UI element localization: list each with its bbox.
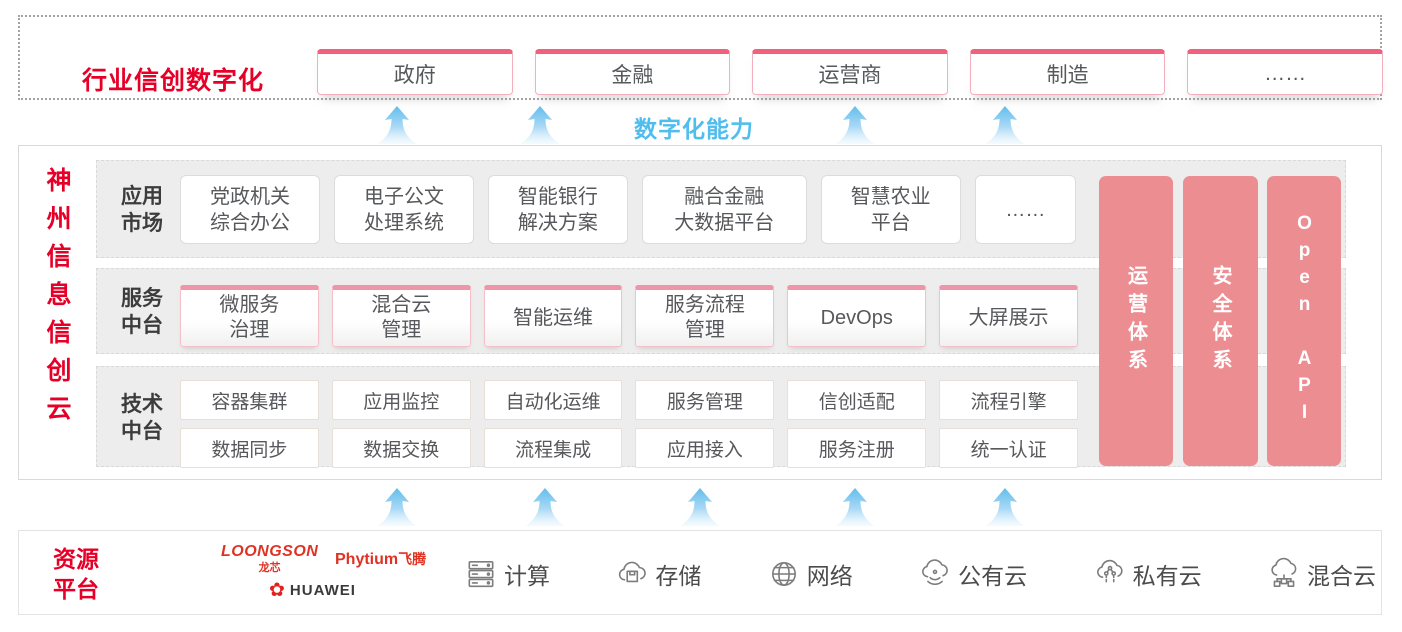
tech-box-xinchuang-adaptation: 信创适配	[787, 380, 927, 420]
tech-box-app-monitoring: 应用监控	[331, 380, 471, 420]
huawei-flower-icon: ✿	[269, 580, 285, 601]
capability-label: 数字化能力	[634, 116, 754, 142]
row-tech-platform-label: 技术 中台	[121, 393, 163, 443]
public-cloud-icon	[922, 559, 949, 586]
up-arrow-icon	[525, 488, 565, 526]
resource-item-storage: 存储	[615, 557, 701, 591]
app-box-more: ……	[974, 175, 1076, 244]
resource-item-private-cloud: 私有云	[1093, 557, 1202, 591]
service-box-hybrid-cloud-mgmt: 混合云 管理	[331, 285, 471, 347]
row-app-market-label: 应用 市场	[121, 185, 163, 235]
resource-platform-band: 资源 平台 LOONGSON 龙芯 Phytium飞腾 ✿ HUAWEI	[18, 530, 1382, 615]
resource-items: 计算 存储 网络	[464, 551, 1376, 597]
huawei-wordmark: HUAWEI	[289, 582, 356, 599]
industry-list: 政府 金融 运营商 制造 ……	[317, 49, 1383, 95]
tech-box-data-sync: 数据同步	[180, 428, 319, 468]
loongson-cn-label: 龙芯	[258, 562, 281, 574]
resource-item-label: 计算	[504, 563, 550, 589]
app-box-smart-agriculture: 智慧农业 平台	[820, 175, 961, 244]
huawei-logo: ✿ HUAWEI	[269, 581, 356, 600]
row-service-platform-label: 服务 中台	[121, 287, 163, 337]
service-box-service-process-mgmt: 服务流程 管理	[635, 285, 775, 347]
up-arrow-icon	[680, 488, 720, 526]
private-cloud-icon	[1096, 559, 1123, 585]
industry-box-manufacturing: 制造	[969, 49, 1166, 95]
up-arrow-icon	[835, 106, 875, 144]
resource-item-label: 混合云	[1306, 563, 1376, 589]
phytium-wordmark: Phytium	[335, 551, 399, 568]
up-arrow-icon	[835, 488, 875, 526]
service-box-intelligent-ops: 智能运维	[483, 285, 623, 347]
resource-item-label: 私有云	[1132, 563, 1202, 589]
pillar-security-system: 安全体系	[1183, 176, 1258, 466]
tech-box-app-access: 应用接入	[635, 428, 775, 468]
industry-box-more: ……	[1187, 49, 1383, 95]
up-arrow-icon	[520, 106, 560, 144]
resource-platform-label: 资源 平台	[53, 546, 99, 602]
app-box-smart-banking: 智能银行 解决方案	[487, 175, 628, 244]
app-box-e-document-system: 电子公文 处理系统	[333, 175, 474, 244]
resource-item-label: 存储	[655, 563, 702, 589]
industry-band-title: 行业信创数字化	[82, 67, 265, 95]
tech-box-data-exchange: 数据交换	[331, 428, 471, 468]
up-arrow-icon	[377, 106, 417, 144]
resource-item-hybrid-cloud: 混合云	[1267, 557, 1376, 591]
resource-item-public-cloud: 公有云	[918, 557, 1027, 591]
phytium-cn-label: 飞腾	[398, 551, 427, 567]
network-icon	[771, 562, 796, 586]
industry-box-government: 政府	[317, 49, 513, 95]
tech-box-service-registry: 服务注册	[787, 428, 927, 468]
storage-icon	[619, 561, 647, 583]
pillar-operations-system: 运营体系	[1099, 176, 1173, 466]
tech-box-automated-ops: 自动化运维	[483, 380, 623, 420]
service-platform-boxes: 微服务 治理 混合云 管理 智能运维 服务流程 管理 DevOps 大屏展示	[180, 285, 1078, 347]
up-arrow-icon	[985, 488, 1025, 526]
resource-item-network: 网络	[767, 557, 853, 591]
service-box-devops: DevOps	[787, 285, 927, 347]
phytium-logo: Phytium飞腾	[335, 549, 426, 569]
app-box-party-gov-office: 党政机关 综合办公	[180, 175, 320, 244]
up-arrow-icon	[985, 106, 1025, 144]
app-box-finance-bigdata: 融合金融 大数据平台	[641, 175, 807, 244]
industry-box-operator: 运营商	[752, 49, 948, 95]
tech-box-process-integration: 流程集成	[483, 428, 623, 468]
tech-platform-boxes: 容器集群 应用监控 自动化运维 服务管理 信创适配 流程引擎 数据同步 数据交换…	[180, 380, 1078, 468]
resource-item-compute: 计算	[464, 557, 550, 591]
app-market-boxes: 党政机关 综合办公 电子公文 处理系统 智能银行 解决方案 融合金融 大数据平台…	[180, 175, 1076, 244]
tech-box-process-engine: 流程引擎	[939, 380, 1078, 420]
up-arrow-icon	[377, 488, 417, 526]
loongson-logo: LOONGSON 龙芯	[221, 543, 318, 575]
tech-box-service-mgmt: 服务管理	[635, 380, 775, 420]
pillar-open-api: Open API	[1267, 176, 1341, 466]
platform-title: 神州信息信创云	[43, 167, 71, 433]
industry-band: 行业信创数字化 政府 金融 运营商 制造 ……	[18, 15, 1383, 100]
service-box-dashboard-display: 大屏展示	[939, 285, 1078, 347]
service-box-microservice-governance: 微服务 治理	[180, 285, 319, 347]
loongson-wordmark: LOONGSON	[221, 543, 319, 560]
vendor-logos: LOONGSON 龙芯 Phytium飞腾 ✿ HUAWEI	[217, 535, 447, 611]
industry-box-finance: 金融	[534, 49, 731, 95]
tech-box-unified-auth: 统一认证	[939, 428, 1078, 468]
platform-box: 神州信息信创云 应用 市场 党政机关 综合办公 电子公文 处理系统 智能银行 解…	[18, 145, 1382, 480]
hybrid-cloud-icon	[1271, 557, 1297, 588]
compute-icon	[468, 560, 494, 588]
resource-item-label: 网络	[806, 563, 853, 589]
resource-item-label: 公有云	[958, 563, 1028, 589]
tech-box-container-cluster: 容器集群	[180, 380, 319, 420]
